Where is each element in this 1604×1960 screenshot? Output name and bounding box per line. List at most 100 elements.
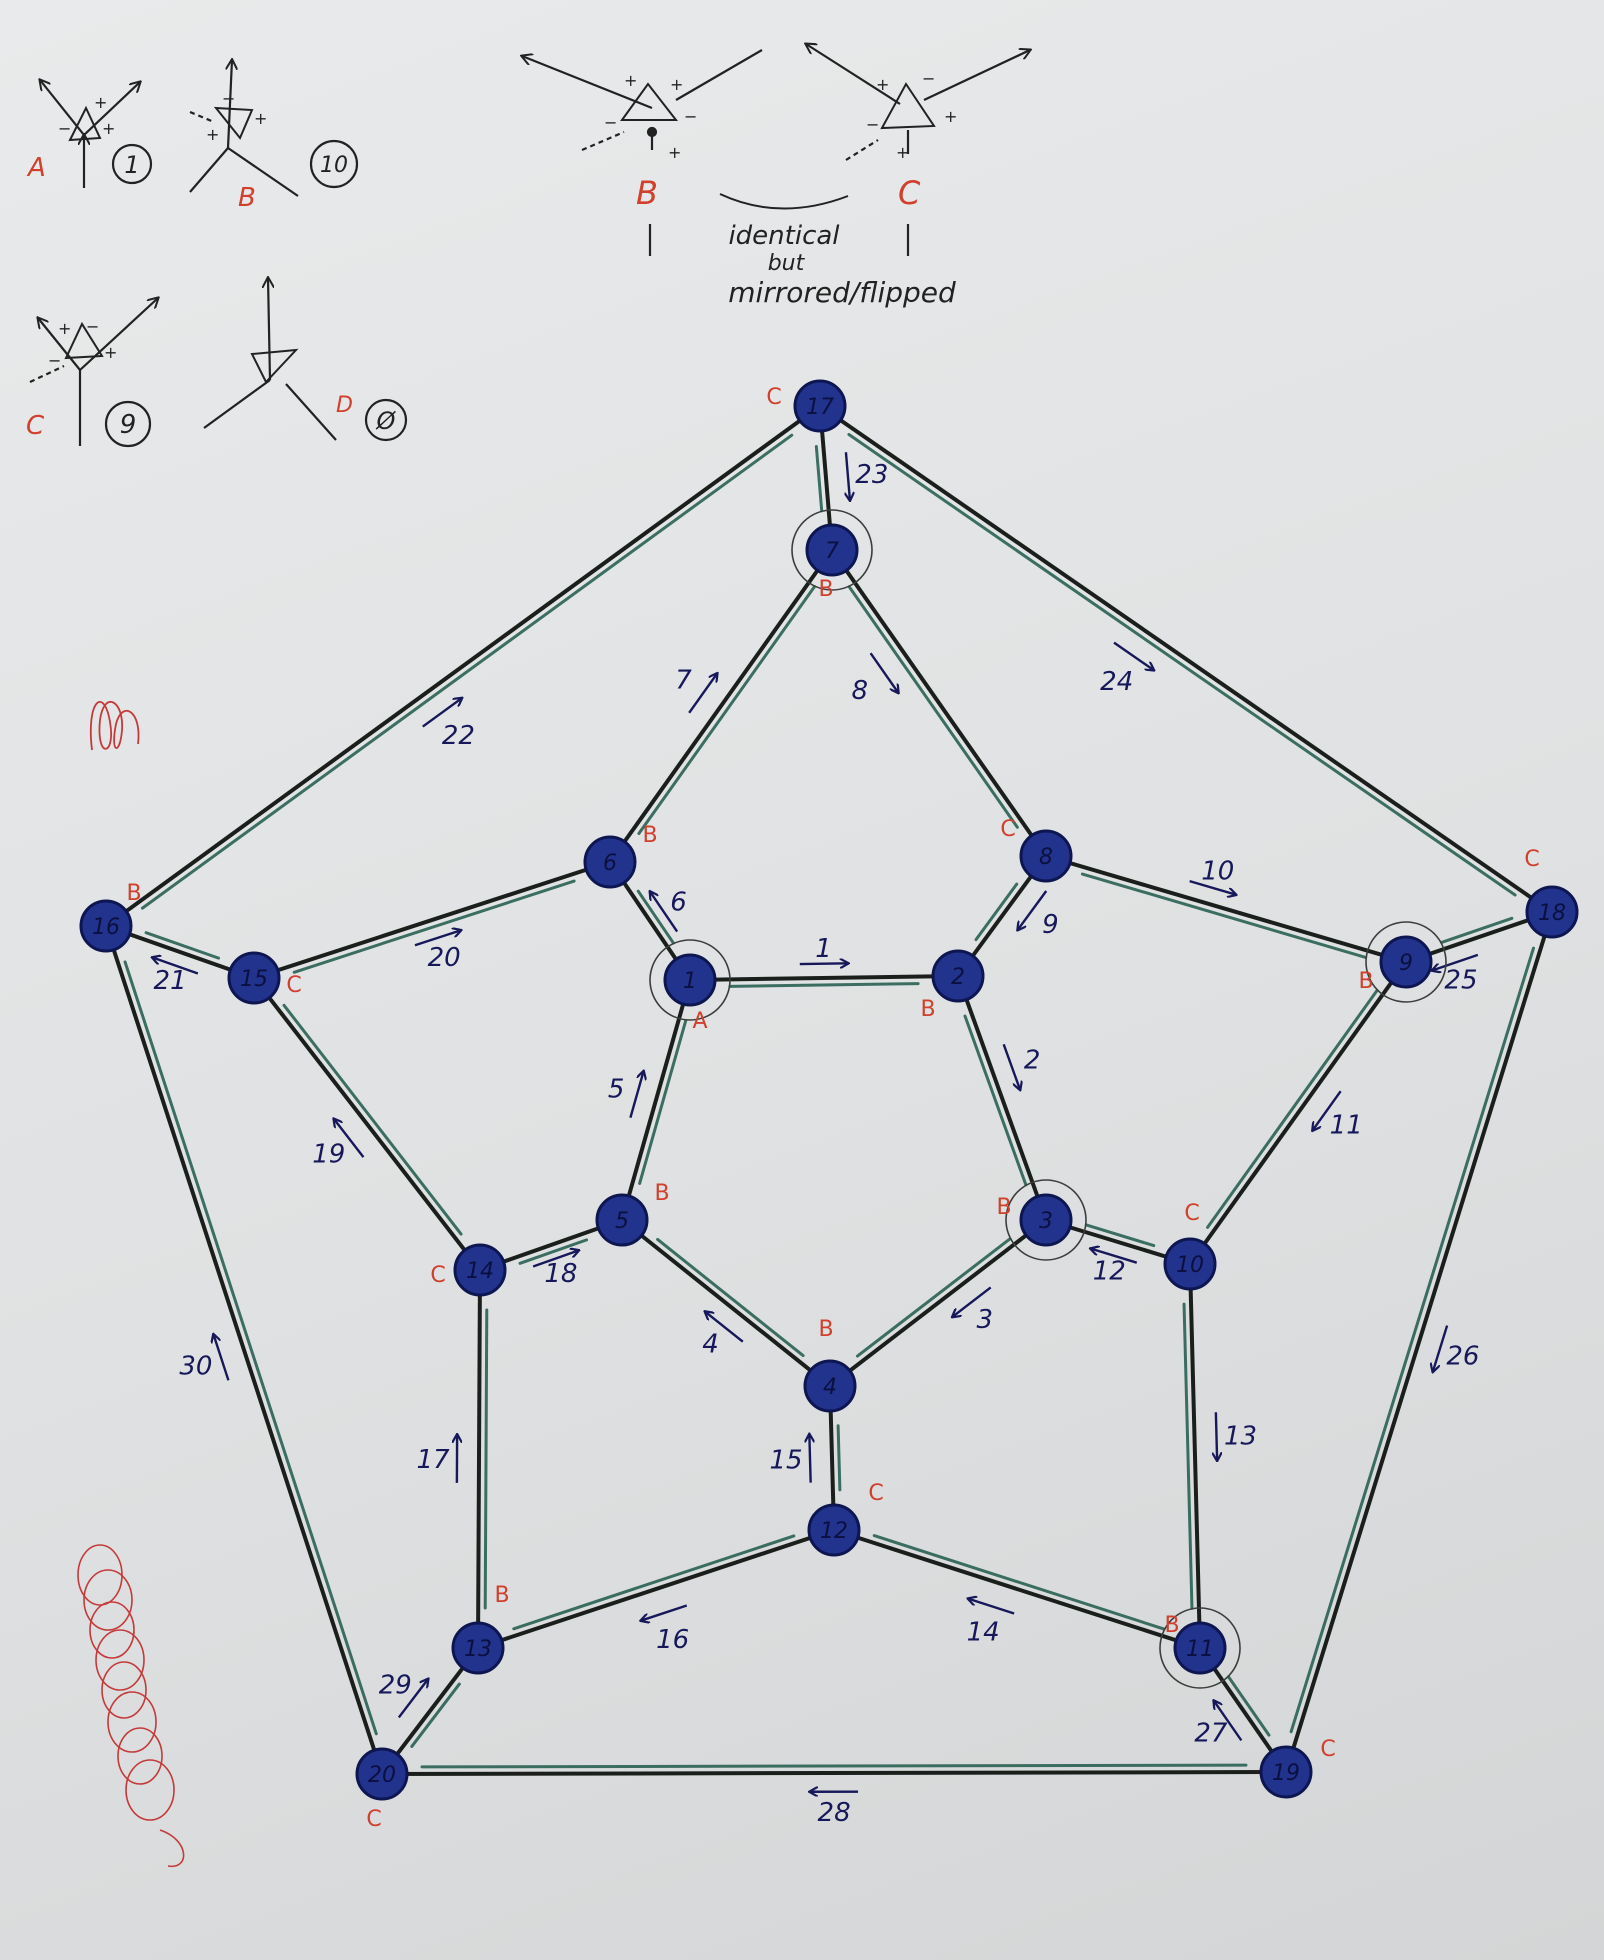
node-disc bbox=[355, 1747, 409, 1801]
node-5[interactable]: 5B bbox=[595, 1181, 670, 1247]
node-type-letter: B bbox=[996, 1195, 1011, 1220]
node-type-letter: B bbox=[1358, 969, 1373, 994]
edge-19-20: 28 bbox=[380, 1763, 1288, 1828]
node-disc bbox=[1259, 1745, 1313, 1799]
edge-highlight bbox=[420, 1763, 1248, 1769]
node-14[interactable]: 14C bbox=[430, 1243, 507, 1297]
node-4[interactable]: 4B bbox=[803, 1317, 857, 1413]
node-11[interactable]: 11B bbox=[1159, 1607, 1241, 1689]
step-label: 19 bbox=[312, 1140, 345, 1170]
node-type-letter: B bbox=[494, 1583, 509, 1608]
step-label: 27 bbox=[1194, 1718, 1228, 1748]
svg-text:−: − bbox=[86, 317, 99, 336]
node-16[interactable]: 16B bbox=[79, 881, 142, 953]
legend-letter-b2: B bbox=[636, 174, 658, 212]
edge-18-19: 26 bbox=[1284, 910, 1554, 1774]
step-label: 10 bbox=[1201, 857, 1234, 887]
node-2[interactable]: 2B bbox=[920, 949, 985, 1022]
node-ring bbox=[1005, 1179, 1087, 1261]
edge-highlight bbox=[1440, 916, 1514, 944]
step-arrow bbox=[1214, 1701, 1243, 1742]
legend-glyph-a: + + − A 1 bbox=[26, 80, 153, 188]
node-3[interactable]: 3B bbox=[996, 1179, 1087, 1261]
edge-line bbox=[104, 404, 822, 928]
svg-text:+: + bbox=[94, 93, 107, 112]
node-type-letter: C bbox=[868, 1481, 883, 1506]
red-scribble-top bbox=[89, 700, 140, 751]
node-12[interactable]: 12C bbox=[807, 1481, 884, 1557]
edge-line bbox=[828, 1218, 1048, 1388]
step-label: 3 bbox=[977, 1305, 994, 1335]
step-label: 5 bbox=[608, 1075, 625, 1105]
node-disc bbox=[583, 835, 637, 889]
edge-highlight bbox=[410, 1682, 461, 1748]
node-type-letter: B bbox=[126, 881, 141, 906]
step-label: 24 bbox=[1100, 667, 1133, 697]
svg-text:+: + bbox=[876, 75, 889, 94]
node-number: 19 bbox=[1272, 1761, 1300, 1786]
node-type-letter: B bbox=[1164, 1613, 1179, 1638]
edge-15-6: 20 bbox=[252, 860, 612, 980]
edge-highlight bbox=[1080, 872, 1368, 959]
node-6[interactable]: 6B bbox=[583, 823, 658, 889]
edge-line bbox=[252, 860, 612, 980]
step-arrow bbox=[397, 1679, 428, 1719]
node-number: 7 bbox=[825, 539, 839, 564]
step-label: 1 bbox=[815, 934, 832, 964]
node-13[interactable]: 13 B bbox=[451, 1583, 510, 1675]
step-arrow bbox=[650, 892, 679, 933]
step-arrow bbox=[705, 1312, 744, 1343]
edge-3-4: 3 bbox=[828, 1218, 1048, 1388]
step-arrow bbox=[953, 1286, 992, 1316]
node-19[interactable]: 19 C bbox=[1259, 1737, 1336, 1799]
step-arrow bbox=[1216, 1412, 1217, 1460]
svg-text:+: + bbox=[206, 125, 219, 144]
legend-count-c: 9 bbox=[120, 410, 137, 440]
node-8[interactable]: 8C bbox=[1000, 817, 1073, 883]
node-20[interactable]: 20C bbox=[355, 1747, 409, 1832]
edge-10-11: 13 bbox=[1182, 1262, 1257, 1650]
svg-text:+: + bbox=[624, 71, 637, 90]
node-1[interactable]: 1A bbox=[649, 939, 731, 1034]
node-18[interactable]: 18C bbox=[1524, 847, 1579, 939]
step-arrow bbox=[629, 1072, 643, 1119]
node-10[interactable]: 10C bbox=[1163, 1201, 1217, 1291]
node-number: 6 bbox=[603, 851, 617, 876]
step-arrow bbox=[968, 1599, 1015, 1615]
edge-line bbox=[818, 404, 1554, 914]
step-arrow bbox=[688, 674, 717, 714]
edge-line bbox=[832, 1528, 1202, 1650]
node-disc bbox=[1019, 1193, 1073, 1247]
node-type-letter: C bbox=[1320, 1737, 1335, 1762]
node-number: 10 bbox=[1176, 1253, 1204, 1278]
edge-highlight bbox=[518, 1238, 589, 1265]
legend-glyph-c-mirrored: + − + − + C bbox=[806, 44, 1030, 256]
legend-count-b: 10 bbox=[320, 153, 348, 178]
svg-text:+: + bbox=[254, 109, 267, 128]
edge-highlight bbox=[855, 1237, 1012, 1358]
step-arrow bbox=[799, 963, 848, 964]
edge-highlight bbox=[144, 931, 221, 960]
node-9[interactable]: 9B bbox=[1358, 921, 1447, 1003]
svg-text:+: + bbox=[896, 143, 909, 162]
edge-highlight bbox=[483, 1308, 489, 1610]
node-disc bbox=[227, 951, 281, 1005]
node-number: 13 bbox=[464, 1637, 492, 1662]
node-disc bbox=[595, 1193, 649, 1247]
node-17[interactable]: 17C bbox=[766, 379, 847, 433]
edge-line bbox=[830, 548, 1048, 858]
node-type-letter: C bbox=[366, 1807, 381, 1832]
legend-count-a: 1 bbox=[124, 151, 139, 179]
node-number: 14 bbox=[466, 1259, 494, 1284]
legend-letter-a: A bbox=[26, 153, 46, 183]
edge-highlight bbox=[836, 1424, 842, 1492]
node-number: 5 bbox=[615, 1209, 629, 1234]
edge-line bbox=[688, 974, 960, 982]
step-label: 25 bbox=[1444, 966, 1477, 996]
edge-line bbox=[1188, 1262, 1202, 1650]
node-number: 3 bbox=[1039, 1209, 1053, 1234]
step-arrow bbox=[414, 930, 461, 947]
node-7[interactable]: 7B bbox=[791, 509, 873, 602]
edge-line bbox=[104, 924, 384, 1776]
